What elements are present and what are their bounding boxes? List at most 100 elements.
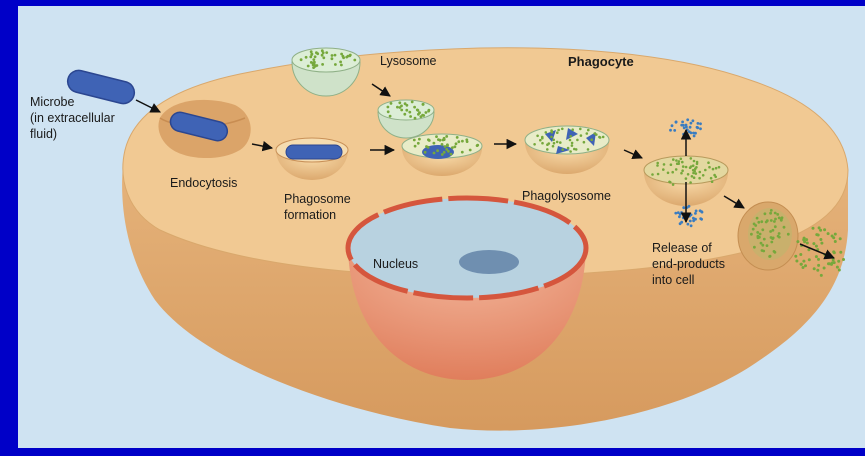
particle-dot [712,168,715,171]
particle-dot [805,238,808,241]
particle-dot [699,127,702,130]
particle-dot [768,255,771,258]
particle-dot [833,251,836,254]
particle-dot [839,251,842,254]
particle-dot [823,228,826,231]
particle-dot [413,106,416,109]
label-phagolysosome: Phagolysosome [522,189,611,203]
particle-dot [774,218,777,221]
particle-dot [780,219,783,222]
particle-dot [828,262,831,265]
nucleolus [459,250,519,274]
particle-dot [756,217,759,220]
particle-dot [657,173,660,176]
particle-dot [834,240,837,243]
particle-dot [688,205,691,208]
particle-dot [445,135,448,138]
particle-dot [714,176,717,179]
particle-dot [651,173,654,176]
particle-dot [687,223,690,226]
particle-dot [761,249,764,252]
particle-dot [804,264,807,267]
particle-dot [422,114,425,117]
particle-dot [690,165,693,168]
particle-dot [680,172,683,175]
particle-dot [417,113,420,116]
particle-dot [691,175,694,178]
particle-dot [770,219,773,222]
particle-dot [539,139,542,142]
particle-dot [411,101,414,104]
particle-dot [404,102,407,105]
particle-dot [552,139,555,142]
particle-dot [422,103,425,106]
particle-dot [556,141,559,144]
particle-dot [420,115,423,118]
particle-dot [556,131,559,134]
particle-dot [819,238,822,241]
particle-dot [695,166,698,169]
particle-dot [321,63,324,66]
particle-dot [598,136,601,139]
particle-dot [681,161,684,164]
particle-dot [663,163,666,166]
particle-dot [387,110,390,113]
particle-dot [417,109,420,112]
particle-dot [669,181,672,184]
particle-dot [689,126,692,129]
particle-dot [682,165,685,168]
particle-dot [815,255,818,258]
particle-dot [715,167,718,170]
particle-dot [704,169,707,172]
particle-dot [692,132,695,135]
particle-dot [559,141,562,144]
microbe-in-phagosome [286,145,342,159]
particle-dot [571,128,574,131]
particle-dot [837,260,840,263]
particle-dot [590,138,593,141]
particle-dot [759,233,762,236]
particle-dot [340,53,343,56]
particle-dot [838,269,841,272]
particle-dot [353,59,356,62]
particle-dot [443,137,446,140]
particle-dot [823,267,826,270]
particle-dot [679,222,682,225]
particle-dot [586,132,589,135]
particle-dot [763,238,766,241]
particle-dot [428,139,431,142]
particle-dot [688,130,691,133]
particle-dot [587,129,590,132]
particle-dot [682,124,685,127]
particle-dot [827,232,830,235]
particle-dot [820,274,823,277]
particle-dot [833,261,836,264]
particle-dot [836,266,839,269]
particle-dot [305,56,308,59]
particle-dot [806,242,809,245]
particle-dot [400,109,403,112]
particle-dot [783,226,786,229]
particle-dot [695,210,698,213]
particle-dot [349,54,352,57]
particle-dot [673,129,676,132]
particle-dot [817,258,820,261]
particle-dot [687,173,690,176]
particle-dot [576,139,579,142]
particle-dot [773,250,776,253]
particle-dot [441,143,444,146]
particle-dot [812,242,815,245]
particle-dot [778,232,781,235]
particle-dot [450,153,453,156]
particle-dot [398,101,401,104]
particle-dot [677,162,680,165]
particle-dot [688,215,691,218]
particle-dot [815,245,818,248]
particle-dot [662,168,665,171]
particle-dot [435,135,438,138]
particle-dot [769,230,772,233]
particle-dot [794,255,797,258]
particle-dot [754,224,757,227]
particle-dot [414,145,417,148]
